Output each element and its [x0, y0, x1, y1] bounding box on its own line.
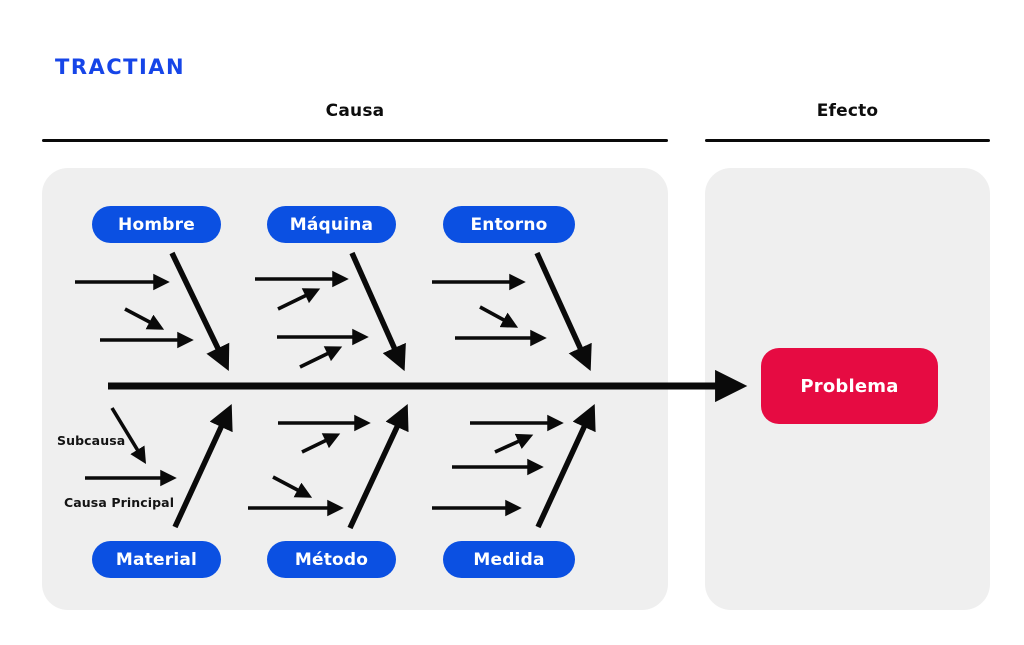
tractian-logo: TRACTIAN: [55, 55, 186, 79]
effect-section-title: Efecto: [816, 101, 879, 121]
cause-section-title: Causa: [325, 101, 385, 121]
main-cause-label: Causa Principal: [64, 495, 175, 510]
effect-underline: [705, 139, 990, 142]
cause-underline: [42, 139, 668, 142]
category-pill-medida: Medida: [443, 541, 575, 578]
category-pill-maquina: Máquina: [267, 206, 396, 243]
category-pill-hombre: Hombre: [92, 206, 221, 243]
category-pill-material: Material: [92, 541, 221, 578]
category-pill-entorno: Entorno: [443, 206, 575, 243]
category-pill-metodo: Método: [267, 541, 396, 578]
problem-box: Problema: [761, 348, 938, 424]
subcause-label: Subcausa: [57, 433, 126, 448]
